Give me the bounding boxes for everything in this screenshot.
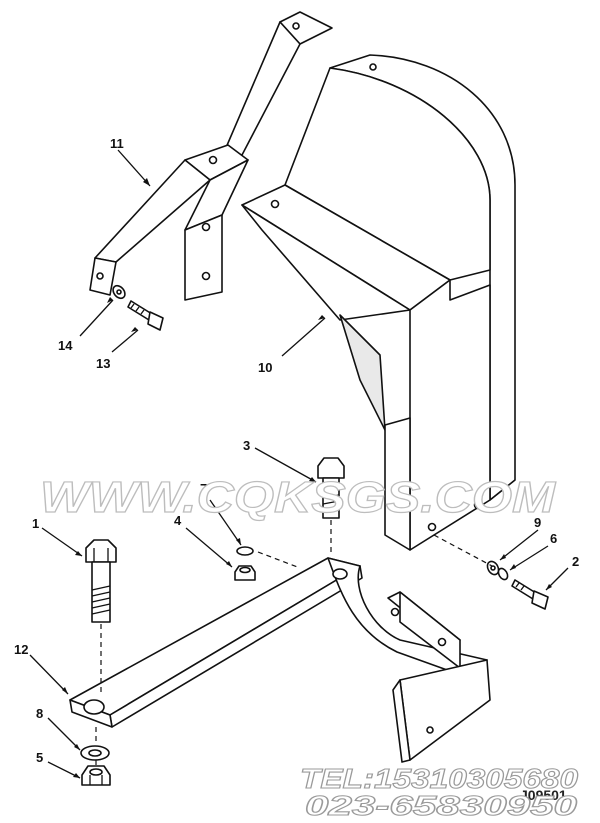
- callout-10: 10: [258, 360, 272, 375]
- callout-12: 12: [14, 642, 28, 657]
- cap-screw-part-1: [85, 539, 117, 696]
- upper-bracket-part-11: [89, 11, 333, 301]
- cap-screw-part-2: [511, 579, 549, 610]
- callout-8: 8: [36, 706, 43, 721]
- callout-6: 6: [550, 531, 557, 546]
- washer-part-6: [497, 567, 509, 581]
- washer-part-14: [112, 284, 126, 300]
- washer-part-7: [236, 546, 254, 556]
- callout-11: 11: [110, 136, 124, 151]
- leader-lines: [29, 149, 569, 779]
- callout-5: 5: [36, 750, 43, 765]
- callout-3: 3: [243, 438, 250, 453]
- callout-7: 7: [200, 481, 207, 496]
- shield-part-10: [241, 54, 516, 551]
- callout-9: 9: [534, 515, 541, 530]
- cap-screw-part-3: [317, 457, 345, 556]
- callout-1: 1: [32, 516, 39, 531]
- document-number: J09501: [520, 787, 567, 803]
- callout-2: 2: [572, 554, 579, 569]
- contact-tel: TEL:15310305680: [300, 763, 578, 794]
- washer-part-8: [80, 745, 110, 761]
- callout-14: 14: [58, 338, 73, 353]
- watermark-text: WWW.CQKSGS.COM: [40, 473, 557, 522]
- cap-screw-part-13: [127, 300, 164, 331]
- contact-phone: 023-65830950: [305, 790, 578, 821]
- lower-bracket-part-12: [69, 557, 491, 763]
- nut-part-5: [81, 727, 111, 786]
- nut-part-4: [234, 565, 256, 581]
- callout-13: 13: [96, 356, 110, 371]
- callout-4: 4: [174, 513, 182, 528]
